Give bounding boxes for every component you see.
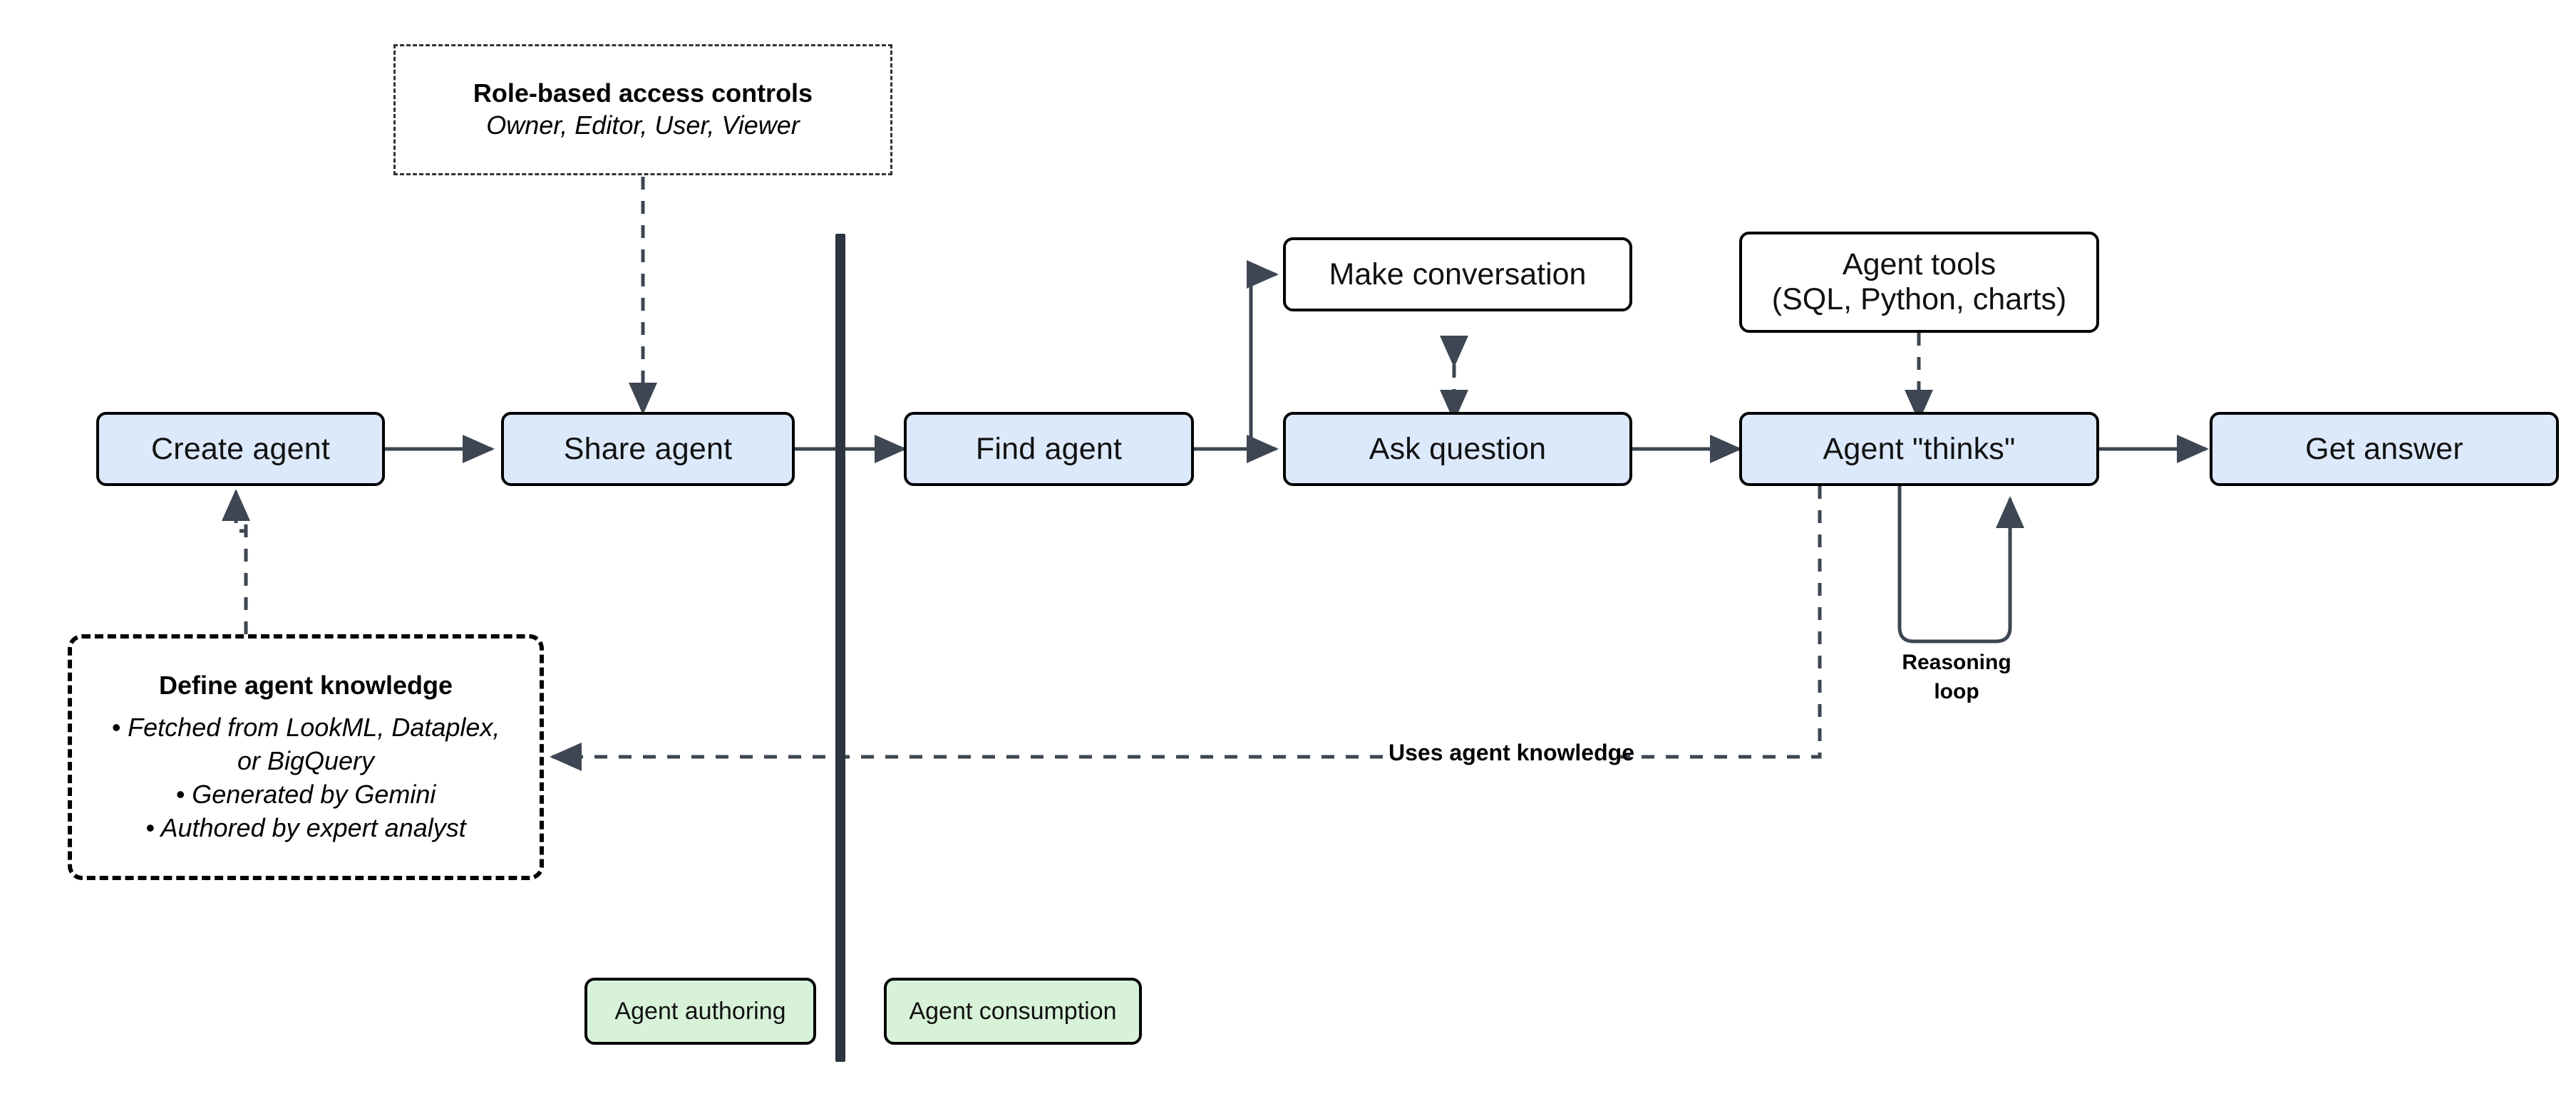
note-knowledge-title: Define agent knowledge (158, 671, 453, 701)
legend-agent-authoring-label: Agent authoring (614, 997, 786, 1025)
note-knowledge-bullet-2: • Generated by Gemini (175, 780, 436, 809)
edge-label-uses-agent-knowledge: Uses agent knowledge (1383, 740, 1634, 766)
node-agent-tools-label-line1: Agent tools (1842, 247, 1997, 281)
node-agent-tools-label-line2: (SQL, Python, charts) (1771, 282, 2067, 316)
note-rbac-title: Role-based access controls (473, 78, 813, 108)
edge-reasoning-loop (1897, 486, 2024, 644)
legend-agent-consumption-label: Agent consumption (909, 997, 1117, 1025)
legend-agent-consumption[interactable]: Agent consumption (884, 978, 1142, 1045)
node-agent-thinks-label: Agent "thinks" (1823, 431, 2016, 466)
legend-agent-authoring[interactable]: Agent authoring (584, 978, 816, 1045)
edge-find-to-make-conversation (1247, 260, 1279, 449)
node-agent-tools[interactable]: Agent tools (SQL, Python, charts) (1739, 232, 2099, 333)
note-knowledge-bullet-3: • Authored by expert analyst (145, 812, 466, 842)
note-knowledge-bullets: • Fetched from LookML, Dataplex, or BigQ… (112, 711, 500, 844)
node-ask-question[interactable]: Ask question (1283, 412, 1632, 486)
edge-uses-knowledge-right (1604, 486, 1822, 759)
node-share-agent-label: Share agent (563, 431, 733, 466)
node-find-agent-label: Find agent (975, 431, 1123, 466)
edge-knowledge-riser (235, 515, 248, 634)
node-make-conversation[interactable]: Make conversation (1283, 237, 1632, 311)
node-ask-question-label: Ask question (1369, 431, 1547, 466)
phase-divider (835, 234, 845, 1062)
node-create-agent-label: Create agent (150, 431, 330, 466)
edge-knowledge-to-create (222, 488, 250, 634)
note-knowledge-bullet-1: or BigQuery (237, 746, 375, 776)
note-rbac-subtitle: Owner, Editor, User, Viewer (486, 110, 800, 140)
node-get-answer-label: Get answer (2305, 431, 2463, 466)
node-get-answer[interactable]: Get answer (2210, 412, 2559, 486)
node-create-agent[interactable]: Create agent (96, 412, 385, 486)
note-rbac: Role-based access controls Owner, Editor… (393, 44, 892, 175)
note-agent-knowledge: Define agent knowledge • Fetched from Lo… (68, 634, 544, 880)
note-knowledge-bullet-0: • Fetched from LookML, Dataplex, (111, 713, 500, 743)
node-make-conversation-label: Make conversation (1329, 257, 1587, 291)
node-find-agent[interactable]: Find agent (904, 412, 1194, 486)
reasoning-loop-line2: loop (1934, 679, 1979, 703)
node-share-agent[interactable]: Share agent (501, 412, 795, 486)
reasoning-loop-line1: Reasoning (1902, 651, 2011, 674)
node-agent-thinks[interactable]: Agent "thinks" (1739, 412, 2099, 486)
edge-label-reasoning-loop: Reasoning loop (1889, 648, 2024, 706)
